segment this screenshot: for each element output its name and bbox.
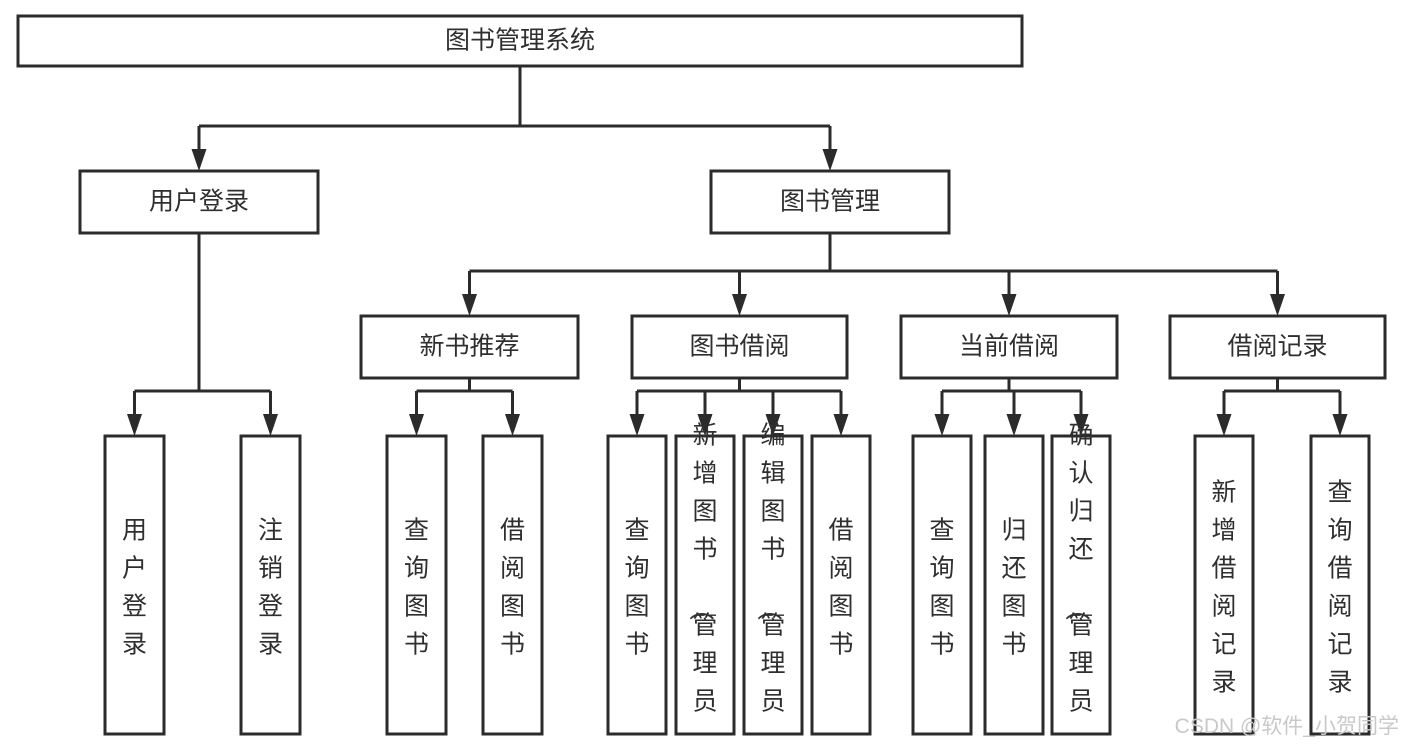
node-label: 归还图书 <box>1001 517 1026 659</box>
node-label: 查询借阅记录 <box>1327 479 1352 697</box>
arrow-head <box>822 149 838 171</box>
arrow-head <box>462 294 477 316</box>
node-book-manage[interactable]: 图书管理 <box>709 169 951 235</box>
node-label: 借阅图书 <box>500 517 525 659</box>
arrow-head <box>697 414 713 436</box>
node-label: 当前借阅 <box>959 333 1059 361</box>
node-leaf-add-book[interactable]: 新增图书（管理员） <box>674 422 736 747</box>
node-box[interactable] <box>103 434 166 736</box>
node-leaf-add-record[interactable]: 新增借阅记录 <box>1193 434 1255 736</box>
node-label: 图书管理系统 <box>445 27 595 55</box>
node-label: 用户登录 <box>122 517 147 659</box>
node-label: 确认归还（管理员） <box>1062 422 1093 747</box>
node-label: 新增借阅记录 <box>1211 479 1236 697</box>
csdn-watermark: CSDN @软件_小贺同学 <box>1175 715 1399 738</box>
edge-group <box>127 233 278 436</box>
node-leaf-query-record[interactable]: 查询借阅记录 <box>1309 434 1371 736</box>
node-book-borrow[interactable]: 图书借阅 <box>630 314 849 380</box>
arrow-head <box>1270 294 1285 316</box>
node-borrow-record[interactable]: 借阅记录 <box>1168 314 1387 380</box>
node-label: 图书借阅 <box>689 333 789 361</box>
node-box[interactable] <box>983 434 1045 736</box>
arrow-head <box>409 414 424 436</box>
node-leaf-confirm-return[interactable]: 确认归还（管理员） <box>1050 422 1112 747</box>
node-label: 查询图书 <box>929 517 954 659</box>
node-leaf-query-book-3[interactable]: 查询图书 <box>911 434 973 736</box>
node-leaf-return-book[interactable]: 归还图书 <box>983 434 1045 736</box>
node-leaf-query-book-1[interactable]: 查询图书 <box>385 434 448 736</box>
arrow-head <box>833 414 849 436</box>
node-box[interactable] <box>674 434 736 736</box>
edge-group <box>1216 378 1348 436</box>
arrow-head <box>263 414 278 436</box>
edge-group <box>191 66 838 171</box>
node-box[interactable] <box>16 14 1024 68</box>
node-leaf-user-login[interactable]: 用户登录 <box>103 434 166 736</box>
node-layer: 图书管理系统用户登录图书管理新书推荐图书借阅当前借阅借阅记录用户登录注销登录查询… <box>16 14 1387 747</box>
node-box[interactable] <box>481 434 544 736</box>
node-box[interactable] <box>899 314 1119 380</box>
node-box[interactable] <box>630 314 849 380</box>
node-leaf-query-book-2[interactable]: 查询图书 <box>606 434 668 736</box>
node-new-book-rec[interactable]: 新书推荐 <box>359 314 580 380</box>
arrow-head <box>629 414 645 436</box>
arrow-head <box>1216 414 1232 436</box>
node-box[interactable] <box>606 434 668 736</box>
node-box[interactable] <box>1193 434 1255 736</box>
edge-group <box>629 378 849 436</box>
node-label: 新增图书（管理员） <box>686 422 717 747</box>
node-box[interactable] <box>1168 314 1387 380</box>
node-label: 查询图书 <box>404 517 429 659</box>
node-box[interactable] <box>742 434 804 736</box>
node-box[interactable] <box>359 314 580 380</box>
edge-group <box>934 378 1089 436</box>
node-label: 查询图书 <box>624 517 649 659</box>
node-label: 新书推荐 <box>419 333 519 361</box>
arrow-head <box>127 414 142 436</box>
node-box[interactable] <box>1050 434 1112 736</box>
edge-group <box>462 233 1285 316</box>
node-root[interactable]: 图书管理系统 <box>16 14 1024 68</box>
node-label: 用户登录 <box>149 188 249 216</box>
arrow-head <box>765 414 781 436</box>
arrow-head <box>1001 294 1017 316</box>
node-label: 图书管理 <box>780 188 880 216</box>
arrow-head <box>505 414 520 436</box>
node-box[interactable] <box>911 434 973 736</box>
node-leaf-edit-book[interactable]: 编辑图书（管理员） <box>742 422 804 747</box>
edge-group <box>409 378 520 436</box>
node-leaf-logout[interactable]: 注销登录 <box>239 434 302 736</box>
connector-layer <box>127 66 1348 436</box>
node-box[interactable] <box>1309 434 1371 736</box>
node-box[interactable] <box>810 434 872 736</box>
arrow-head <box>934 414 950 436</box>
node-box[interactable] <box>709 169 951 235</box>
arrow-head <box>732 294 747 316</box>
node-box[interactable] <box>78 169 320 235</box>
node-label: 注销登录 <box>258 517 283 659</box>
arrow-head <box>1073 414 1089 436</box>
node-label: 借阅图书 <box>828 517 853 659</box>
node-box[interactable] <box>239 434 302 736</box>
node-label: 借阅记录 <box>1227 333 1327 361</box>
node-leaf-borrow-book-1[interactable]: 借阅图书 <box>481 434 544 736</box>
node-label: 编辑图书（管理员） <box>754 422 785 747</box>
arrow-head <box>191 149 207 171</box>
node-box[interactable] <box>385 434 448 736</box>
arrow-head <box>1332 414 1348 436</box>
node-leaf-borrow-book-2[interactable]: 借阅图书 <box>810 434 872 736</box>
arrow-head <box>1006 414 1022 436</box>
node-user-login[interactable]: 用户登录 <box>78 169 320 235</box>
node-current-borrow[interactable]: 当前借阅 <box>899 314 1119 380</box>
